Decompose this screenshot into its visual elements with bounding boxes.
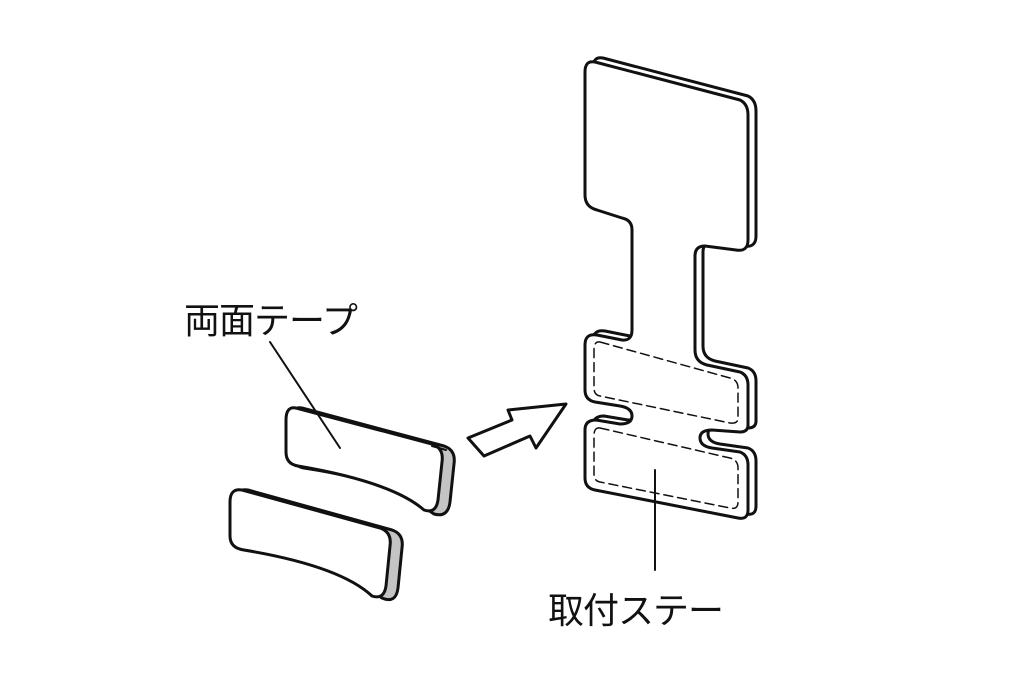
- tape-leader-line: [269, 341, 341, 449]
- double-sided-tape-1: [284, 406, 456, 517]
- stay-label: 取付ステー: [548, 591, 724, 632]
- mounting-stay: [583, 56, 758, 520]
- tape-label: 両面テープ: [184, 301, 358, 342]
- tape-position-upper: [593, 341, 739, 424]
- tape-position-lower: [593, 427, 739, 510]
- arrow-icon: [466, 402, 568, 458]
- double-sided-tape-2: [228, 488, 404, 602]
